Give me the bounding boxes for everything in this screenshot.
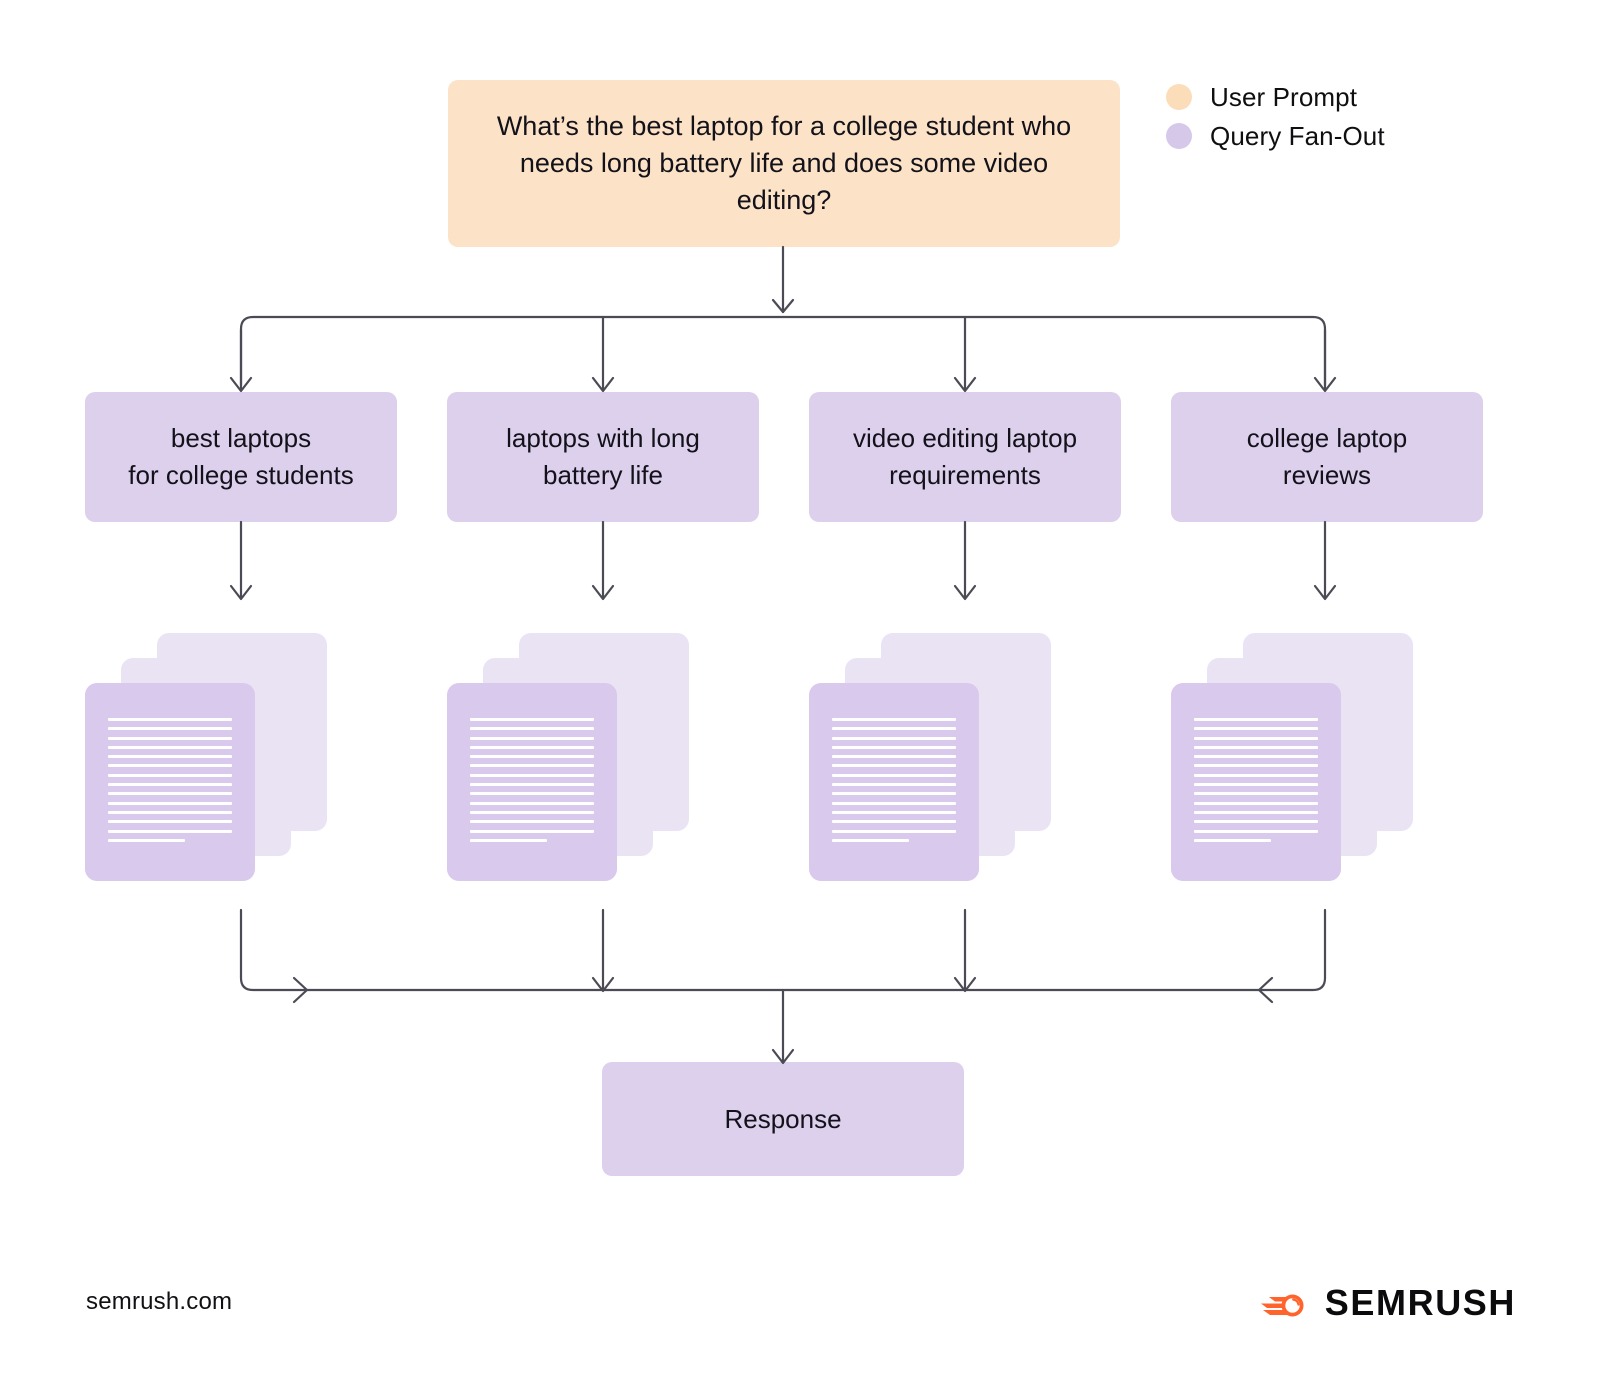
user-prompt-node: What’s the best laptop for a college stu… — [448, 80, 1120, 247]
fanout-query-node-2: laptops with long battery life — [447, 392, 759, 522]
document-stack-3 — [809, 630, 1069, 890]
semrush-brand: SEMRUSH — [1260, 1282, 1516, 1323]
legend-item-label: Query Fan-Out — [1210, 121, 1385, 151]
document-page-front-icon — [1171, 683, 1341, 881]
document-stack-2 — [447, 630, 707, 890]
arrowhead-down-icon — [591, 584, 615, 601]
fanout-query-node-4: college laptop reviews — [1171, 392, 1483, 522]
fanout-query-label: college laptop reviews — [1246, 422, 1408, 490]
arrowhead-down-icon — [1313, 376, 1337, 393]
legend-dot-icon — [1166, 123, 1192, 149]
fanout-query-node-1: best laptops for college students — [85, 392, 397, 522]
footer-url: semrush.com — [86, 1288, 233, 1315]
legend-item-user-prompt: User Prompt — [1166, 84, 1385, 110]
arrowhead-down-icon — [591, 976, 615, 993]
legend: User Prompt Query Fan-Out — [1166, 84, 1385, 149]
arrowhead-down-icon — [591, 376, 615, 393]
document-text-lines — [470, 718, 594, 842]
fanout-query-label: laptops with long battery life — [506, 422, 700, 490]
arrowhead-down-icon — [229, 584, 253, 601]
fanout-query-label: video editing laptop requirements — [852, 422, 1078, 490]
connector-distribution-bar — [239, 315, 1327, 387]
document-text-lines — [1194, 718, 1318, 842]
connector-docs-1-to-merge — [239, 908, 1327, 992]
arrowhead-left-icon — [1257, 976, 1274, 1004]
arrowhead-down-icon — [229, 376, 253, 393]
response-label: Response — [724, 1104, 842, 1134]
legend-item-query-fan-out: Query Fan-Out — [1166, 123, 1385, 149]
user-prompt-text: What’s the best laptop for a college stu… — [496, 110, 1072, 216]
arrowhead-down-icon — [771, 298, 795, 314]
document-text-lines — [832, 718, 956, 842]
document-stack-1 — [85, 630, 345, 890]
document-page-front-icon — [809, 683, 979, 881]
fanout-query-node-3: video editing laptop requirements — [809, 392, 1121, 522]
document-page-front-icon — [85, 683, 255, 881]
response-node: Response — [602, 1062, 964, 1176]
legend-dot-icon — [1166, 84, 1192, 110]
fanout-query-label: best laptops for college students — [128, 422, 354, 490]
semrush-wordmark: SEMRUSH — [1324, 1282, 1516, 1323]
arrowhead-down-icon — [953, 584, 977, 601]
arrowhead-down-icon — [1313, 584, 1337, 601]
legend-item-label: User Prompt — [1210, 82, 1358, 112]
document-page-front-icon — [447, 683, 617, 881]
arrowhead-down-icon — [953, 376, 977, 393]
document-text-lines — [108, 718, 232, 842]
semrush-comet-logo-icon — [1260, 1294, 1304, 1317]
arrowhead-down-icon — [953, 976, 977, 993]
arrowhead-right-icon — [292, 976, 309, 1004]
document-stack-4 — [1171, 630, 1431, 890]
